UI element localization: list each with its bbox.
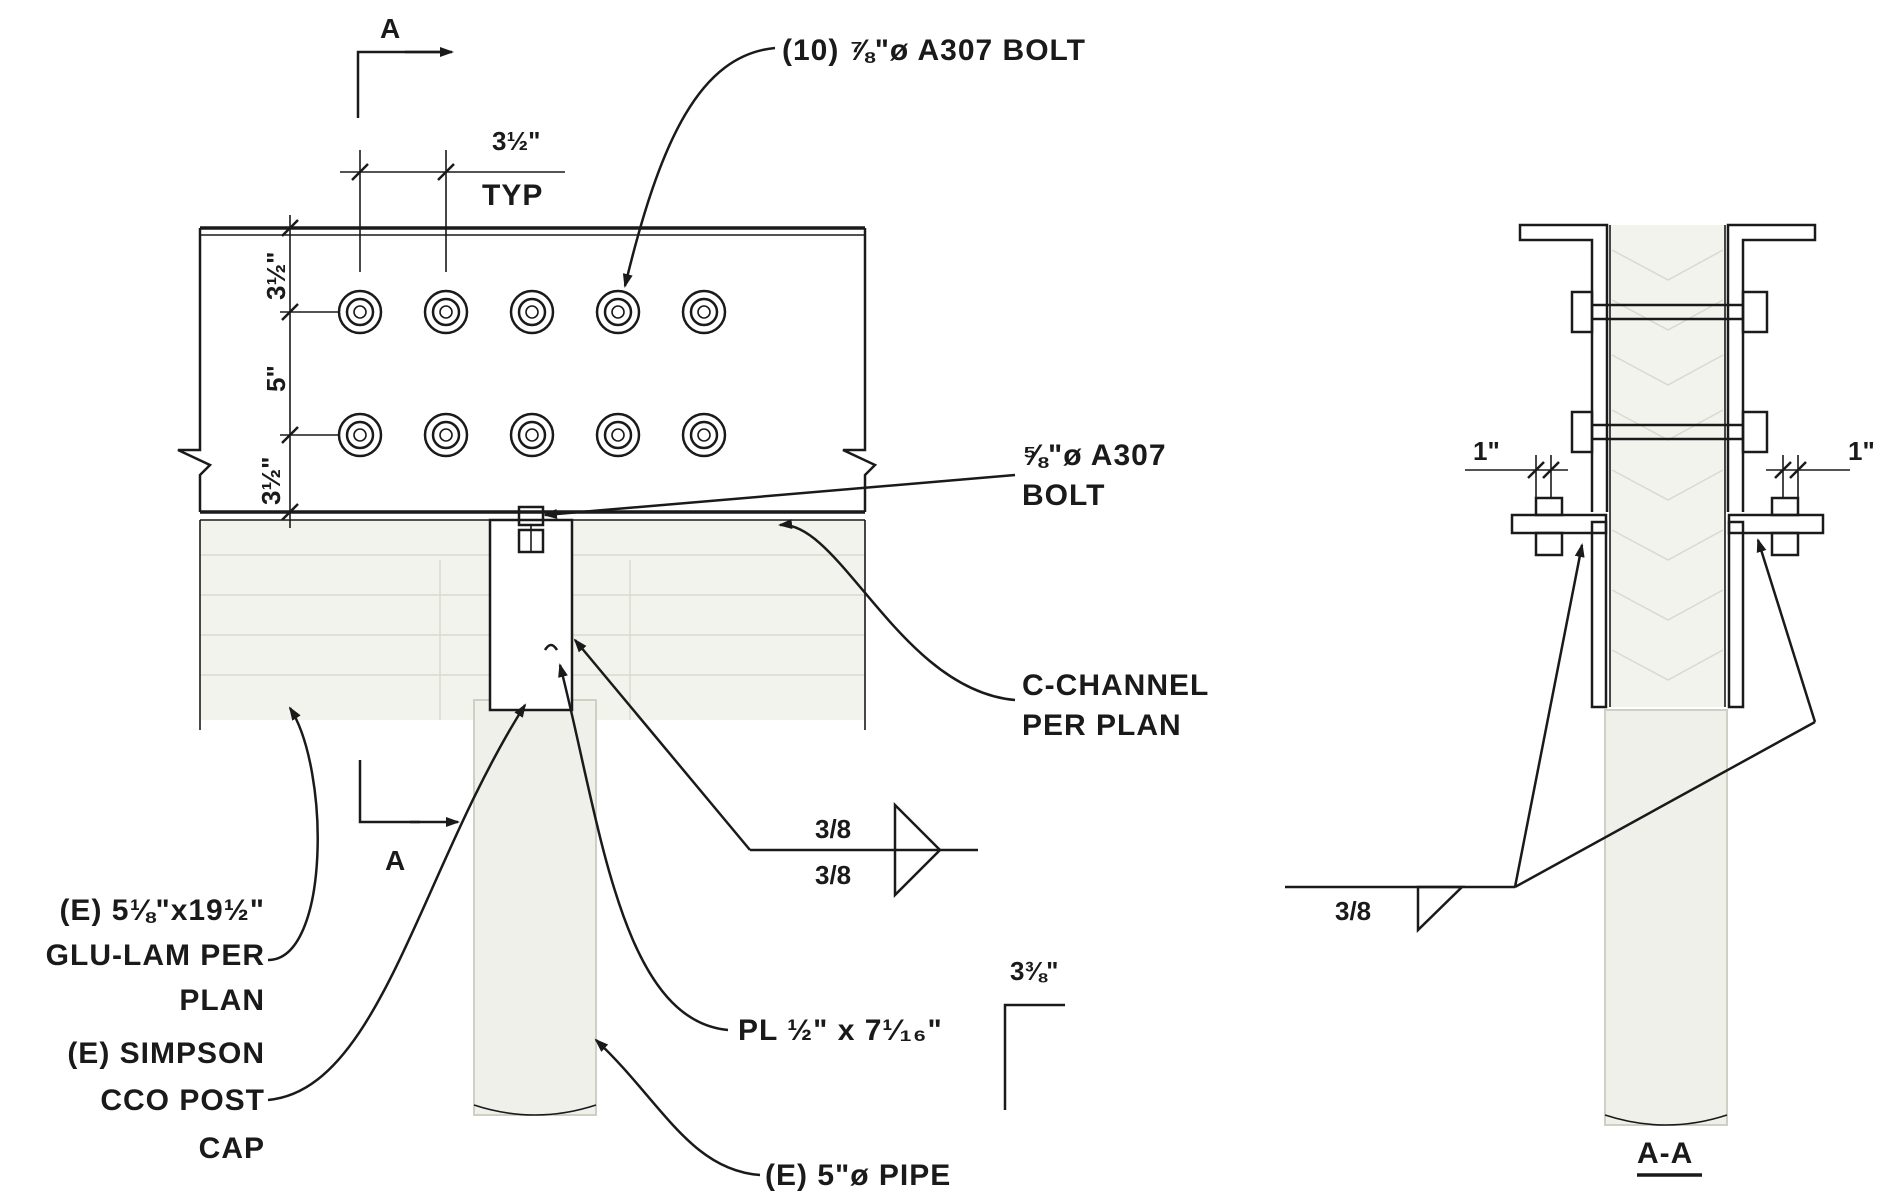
label-post-cap-2: CCO POST	[100, 1084, 265, 1117]
weld-symbol-section	[1285, 538, 1817, 933]
elevation-view: 3½" TYP 3½" 5" 3½" A A	[46, 13, 1209, 1192]
section-a-a-view: 1" 1" 3/8 A-A	[1285, 223, 1875, 1177]
label-glulam-1: (E) 5⅛"x19½"	[59, 894, 265, 927]
dim-top-edge-value: 3½"	[261, 252, 291, 300]
label-single-bolt-1: ⅝"ø A307	[1022, 439, 1167, 472]
dim-plate-leg-value: 3⅜"	[1010, 956, 1058, 986]
bolt	[509, 289, 555, 335]
section-title: A-A	[1637, 1137, 1693, 1170]
label-c-channel-1: C-CHANNEL	[1022, 669, 1209, 702]
bolt	[423, 412, 469, 458]
glulam-section	[1609, 225, 1726, 707]
dim-bolt-spacing-value: 3½"	[492, 126, 540, 156]
c-channel-right	[1726, 223, 1817, 512]
section-cut-bottom	[358, 760, 460, 827]
pipe-column	[473, 699, 597, 1116]
dim-vertical	[280, 215, 340, 528]
weld-symbol-elevation	[750, 801, 978, 899]
bolt	[595, 412, 641, 458]
cap-flange-right	[1727, 496, 1825, 557]
dim-typ-label: TYP	[482, 179, 543, 212]
label-pipe: (E) 5"ø PIPE	[765, 1159, 951, 1192]
label-glulam-2: GLU-LAM PER	[46, 939, 265, 972]
weld-elevation-bottom-value: 3/8	[815, 860, 851, 890]
dim-edge-right-value: 1"	[1848, 436, 1875, 466]
weld-section-value: 3/8	[1335, 896, 1371, 926]
bolt	[509, 412, 555, 458]
label-bolt-group: (10) ⅞"ø A307 BOLT	[782, 34, 1086, 67]
section-cut-top	[356, 47, 454, 118]
leaders	[267, 46, 1016, 1177]
label-glulam-3: PLAN	[179, 984, 265, 1017]
dim-bolt-spacing	[340, 150, 565, 272]
label-plate: PL ½" x 7¹⁄₁₆"	[738, 1014, 943, 1047]
section-mark-bottom: A	[385, 845, 405, 876]
plate-angle-mark	[1003, 1003, 1065, 1110]
bolt	[595, 289, 641, 335]
dim-bottom-edge-value: 3½"	[256, 457, 286, 505]
label-post-cap-3: CAP	[199, 1132, 265, 1165]
dim-edge	[1465, 455, 1850, 498]
section-mark-top: A	[380, 13, 400, 44]
bolt-group	[337, 289, 727, 458]
bolt	[337, 289, 383, 335]
cap-flange-left	[1510, 496, 1608, 557]
label-c-channel-2: PER PLAN	[1022, 709, 1182, 742]
single-bolt	[517, 505, 545, 554]
through-bolt	[1570, 410, 1769, 454]
bolt	[423, 289, 469, 335]
bolt	[681, 289, 727, 335]
c-channel-left	[1518, 223, 1609, 512]
label-post-cap-1: (E) SIMPSON	[67, 1037, 265, 1070]
bolt	[337, 412, 383, 458]
bolt	[681, 412, 727, 458]
through-bolt	[1570, 290, 1769, 334]
c-channel	[177, 226, 878, 521]
weld-elevation-top-value: 3/8	[815, 814, 851, 844]
dim-row-spacing-value: 5"	[261, 365, 291, 392]
label-single-bolt-2: BOLT	[1022, 479, 1105, 512]
dim-edge-left-value: 1"	[1473, 436, 1500, 466]
